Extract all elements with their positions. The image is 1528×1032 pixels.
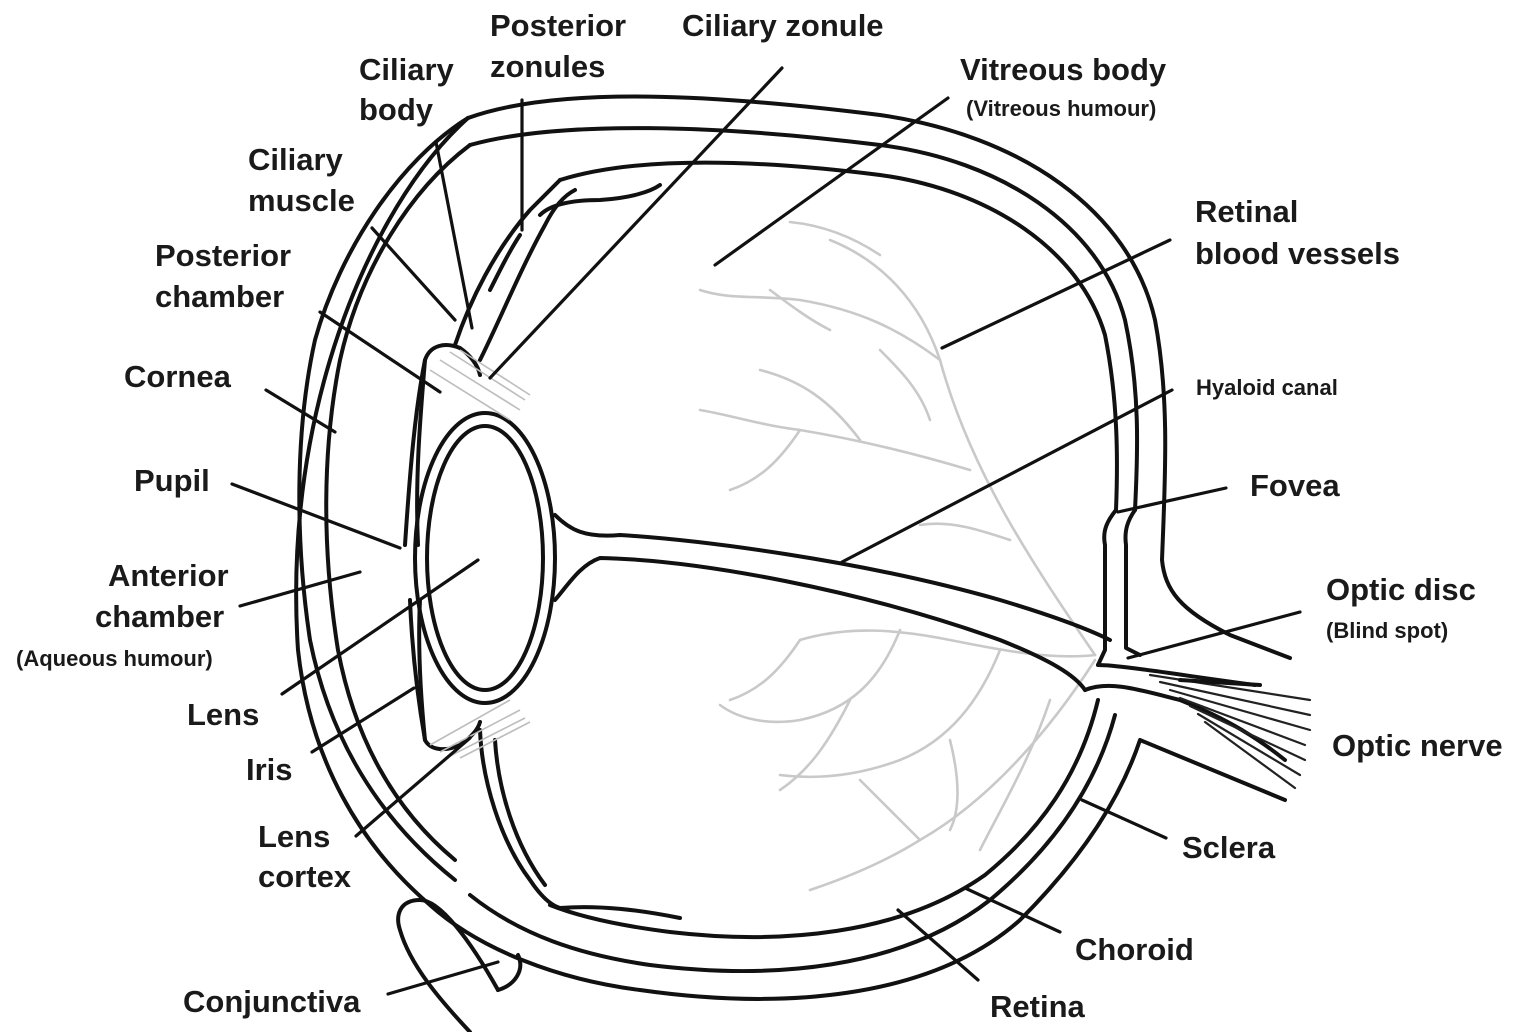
label-choroid: Choroid — [1075, 932, 1194, 967]
label-lens: Lens — [187, 697, 259, 732]
label-ciliary-zonule: Ciliary zonule — [682, 8, 884, 43]
label-iris: Iris — [246, 752, 293, 787]
label-fovea: Fovea — [1250, 468, 1340, 503]
lens-outline — [415, 413, 555, 703]
label-optic-disc: Optic disc — [1326, 572, 1476, 607]
lens-nucleus-outline — [427, 426, 543, 690]
label-lens-cortex: Lens — [258, 819, 330, 854]
label-ciliary-muscle: Ciliary — [248, 142, 344, 177]
leader-lines — [232, 68, 1300, 994]
label-ciliary-body-line2: body — [359, 92, 434, 127]
label-anterior-chamber: Anterior — [108, 558, 229, 593]
label-ciliary-muscle-line2: muscle — [248, 183, 355, 218]
label-hyaloid-canal: Hyaloid canal — [1196, 375, 1338, 400]
label-lens-cortex-line2: cortex — [258, 859, 352, 894]
label-sclera: Sclera — [1182, 830, 1276, 865]
label-cornea: Cornea — [124, 359, 232, 394]
sclera-outline — [468, 97, 1290, 658]
label-vitreous-body: Vitreous body — [960, 52, 1167, 87]
labels: Posterior zonules Ciliary zonule Ciliary… — [16, 8, 1503, 1024]
choroid-outline — [470, 128, 1137, 510]
label-aqueous-humour: (Aqueous humour) — [16, 646, 213, 671]
label-posterior-chamber-line2: chamber — [155, 279, 284, 314]
label-blind-spot: (Blind spot) — [1326, 618, 1448, 643]
label-pupil: Pupil — [134, 463, 210, 498]
optic-nerve-fibres — [1150, 675, 1310, 788]
label-vitreous-humour: (Vitreous humour) — [966, 96, 1156, 121]
label-retinal-blood-vessels-line2: blood vessels — [1195, 236, 1400, 271]
label-anterior-chamber-line2: chamber — [95, 599, 224, 634]
label-posterior-chamber: Posterior — [155, 238, 291, 273]
label-retinal-blood-vessels: Retinal — [1195, 194, 1298, 229]
retinal-blood-vessels — [700, 222, 1095, 890]
label-retina: Retina — [990, 989, 1086, 1024]
label-optic-nerve: Optic nerve — [1332, 728, 1503, 763]
label-posterior-zonules: Posterior — [490, 8, 626, 43]
eyeball-structure — [296, 97, 1310, 1032]
hyaloid-canal-outline — [555, 515, 1110, 640]
label-posterior-zonules-line2: zonules — [490, 49, 605, 84]
label-conjunctiva: Conjunctiva — [183, 984, 361, 1019]
label-ciliary-body: Ciliary — [359, 52, 455, 87]
